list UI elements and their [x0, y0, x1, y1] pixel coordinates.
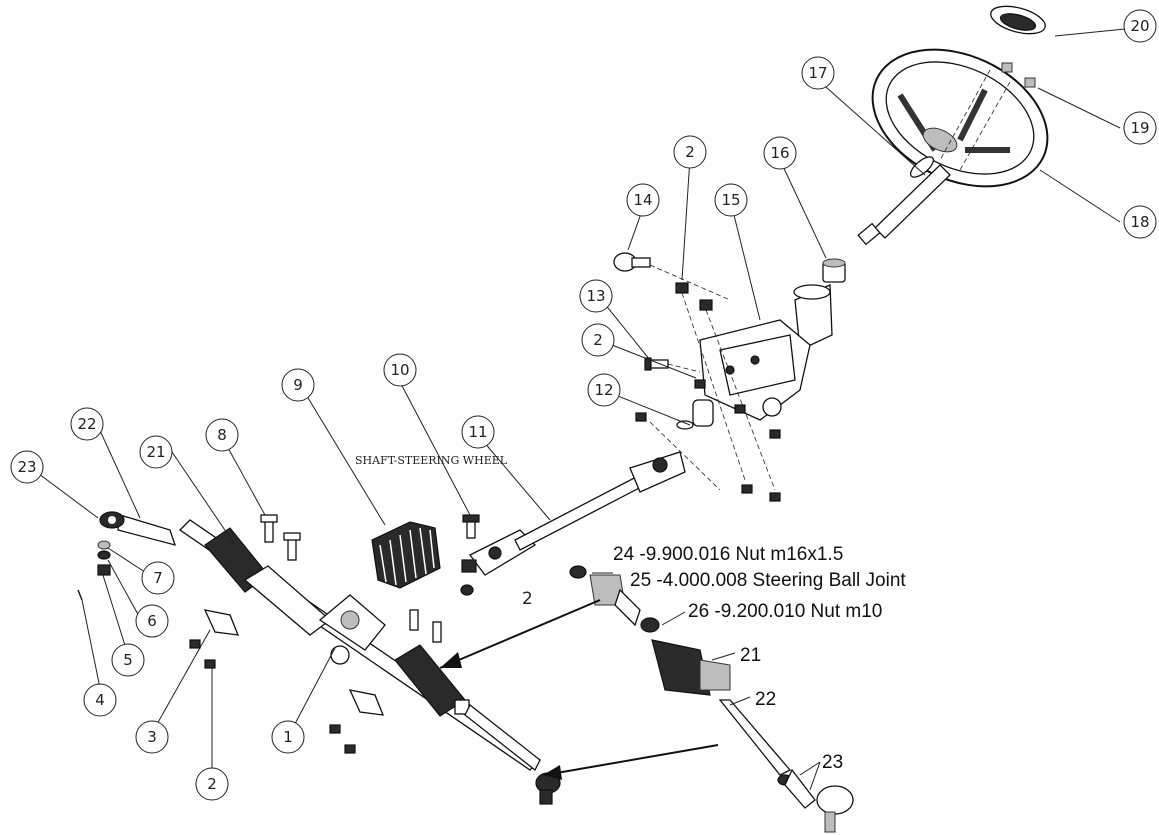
- svg-text:8: 8: [217, 426, 227, 444]
- balloon-12: 12: [587, 373, 621, 407]
- balloon-3: 3: [135, 720, 169, 754]
- intermediate-shaft-part: [461, 451, 686, 576]
- balloon-21: 21: [139, 435, 173, 469]
- balloon-19: 19: [1123, 111, 1157, 145]
- balloon-4: 4: [83, 683, 117, 717]
- svg-text:16: 16: [770, 144, 789, 162]
- arrow-head-upper: [440, 652, 462, 668]
- balloon-22: 22: [70, 407, 104, 441]
- bracket-bolts-part: [635, 282, 781, 502]
- rubber-boot-part: [371, 521, 441, 589]
- svg-text:14: 14: [633, 191, 652, 209]
- callout-22: 22: [755, 689, 776, 710]
- svg-text:3: 3: [147, 728, 157, 746]
- sleeve-12-part: [676, 399, 714, 430]
- bolts-8-part: [260, 514, 301, 561]
- svg-text:18: 18: [1130, 213, 1149, 231]
- balloon-14: 14: [626, 183, 660, 217]
- svg-text:2: 2: [207, 775, 217, 793]
- balloon-8: 8: [205, 418, 239, 452]
- svg-text:1: 1: [283, 728, 293, 746]
- svg-text:12: 12: [594, 381, 613, 399]
- loose-label-2: 2: [522, 589, 533, 609]
- balloon-17: 17: [801, 56, 835, 90]
- detail-view: [569, 565, 854, 833]
- svg-text:19: 19: [1130, 119, 1149, 137]
- balloon-2-upper: 2: [673, 135, 707, 169]
- detail-arrows: [439, 599, 719, 780]
- small-parts-left: [77, 540, 474, 754]
- bushing-part: [822, 258, 846, 283]
- steering-wheel-part: [871, 48, 1049, 188]
- svg-text:2: 2: [685, 143, 695, 161]
- svg-text:11: 11: [468, 423, 487, 441]
- leader-lines: [30, 27, 1136, 791]
- svg-text:15: 15: [721, 191, 740, 209]
- callout-24: 24 -9.900.016 Nut m16x1.5: [613, 544, 843, 565]
- svg-text:23: 23: [17, 458, 36, 476]
- balloon-13: 13: [579, 279, 613, 313]
- tie-rod-right-part: [464, 703, 561, 805]
- steering-rack-part: [178, 519, 542, 771]
- svg-text:20: 20: [1130, 17, 1149, 35]
- balloon-5: 5: [111, 643, 145, 677]
- svg-text:7: 7: [153, 569, 163, 587]
- balloon-6: 6: [135, 604, 169, 638]
- horn-cap-part: [990, 5, 1046, 35]
- callout-26: 26 -9.200.010 Nut m10: [688, 601, 882, 622]
- svg-text:21: 21: [146, 443, 165, 461]
- balloon-10: 10: [383, 353, 417, 387]
- svg-text:10: 10: [390, 361, 409, 379]
- balloon-23: 23: [10, 450, 44, 484]
- column-bracket-part: [699, 284, 833, 421]
- svg-text:4: 4: [95, 691, 105, 709]
- svg-text:6: 6: [147, 612, 157, 630]
- callout-21: 21: [740, 645, 761, 666]
- arrow-head-lower: [543, 765, 562, 780]
- pin-part: [613, 252, 731, 301]
- svg-text:13: 13: [586, 287, 605, 305]
- svg-text:9: 9: [293, 376, 303, 394]
- svg-text:17: 17: [808, 64, 827, 82]
- balloon-11: 11: [461, 415, 495, 449]
- balloon-2-middle: 2: [581, 323, 615, 357]
- balloon-1: 1: [271, 720, 305, 754]
- balloon-20: 20: [1123, 9, 1157, 43]
- balloon-15: 15: [714, 183, 748, 217]
- wheel-nuts-part: [939, 62, 1036, 171]
- svg-text:2: 2: [593, 331, 603, 349]
- balloon-18: 18: [1123, 205, 1157, 239]
- callout-23: 23: [822, 752, 843, 773]
- balloon-2-lower: 2: [195, 767, 229, 801]
- bolt-13-part: [644, 357, 701, 373]
- tie-rod-left-part: [99, 511, 176, 546]
- balloon-7: 7: [141, 561, 175, 595]
- shaft-steering-wheel-label: SHAFT-STEERING WHEEL: [355, 454, 508, 467]
- callout-25: 25 -4.000.008 Steering Ball Joint: [630, 570, 906, 591]
- balloon-9: 9: [281, 368, 315, 402]
- svg-text:22: 22: [77, 415, 96, 433]
- upper-shaft-part: [857, 156, 951, 246]
- svg-text:5: 5: [123, 651, 133, 669]
- bolt-10-part: [462, 514, 480, 539]
- balloon-16: 16: [763, 136, 797, 170]
